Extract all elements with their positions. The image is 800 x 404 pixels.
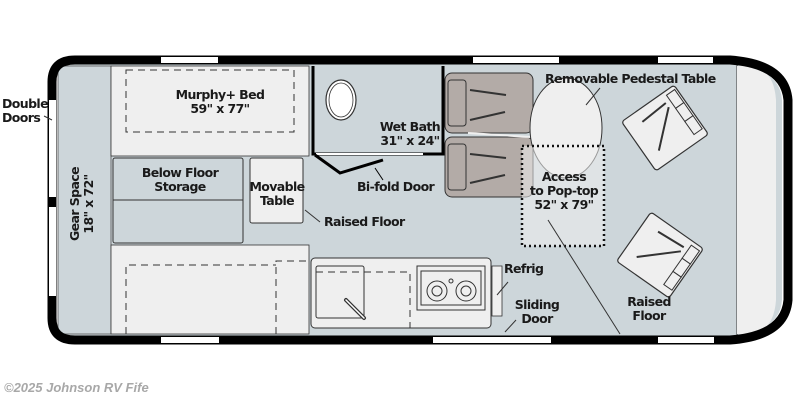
label-below-floor-storage: Below Floor Storage xyxy=(120,166,240,194)
pop-top-access xyxy=(520,144,606,248)
label-double-doors: Double Doors xyxy=(2,96,49,125)
cab-seats xyxy=(444,72,534,198)
window-bottom-3 xyxy=(658,337,714,343)
label-line: Table xyxy=(259,193,295,208)
swivel-chair-bottom xyxy=(617,212,703,298)
label-line: Floor xyxy=(632,308,666,323)
window-top-1 xyxy=(161,57,218,63)
label-movable-table: Movable Table xyxy=(247,180,307,208)
sink xyxy=(315,265,365,319)
label-gear-space: Gear Space 18" x 72" xyxy=(67,164,96,244)
window-bottom-1 xyxy=(161,337,219,343)
murphy-bed-outline xyxy=(125,69,295,133)
label-line: 18" x 72" xyxy=(81,174,96,234)
label-sliding-door: Sliding Door xyxy=(512,298,562,326)
murphy-bed-area xyxy=(110,65,310,157)
label-raised-floor-left: Raised Floor xyxy=(324,214,405,229)
movable-table xyxy=(249,157,304,224)
swivel-chair-top xyxy=(622,85,708,171)
label-line: Door xyxy=(521,311,553,326)
label-line: Raised xyxy=(627,294,671,309)
van-wall xyxy=(47,55,793,345)
toilet-icon xyxy=(325,79,357,121)
label-line: Gear Space xyxy=(67,167,82,241)
burner-right-icon xyxy=(455,280,477,302)
label-line: Double xyxy=(2,96,49,111)
label-line: to Pop-top xyxy=(529,183,599,198)
label-pop-top-access: Access to Pop-top 52" x 79" xyxy=(525,170,603,212)
label-line: Doors xyxy=(2,110,41,125)
label-line: Wet Bath xyxy=(379,119,441,134)
refrigerator xyxy=(491,265,503,317)
label-line: 59" x 77" xyxy=(190,101,250,116)
label-bi-fold-door: Bi-fold Door xyxy=(357,179,435,194)
label-raised-floor-right: Raised Floor xyxy=(624,295,674,323)
window-bottom-2 xyxy=(433,337,551,343)
label-line: Murphy+ Bed xyxy=(175,87,265,102)
burner-left-icon xyxy=(426,280,448,302)
gear-space-area xyxy=(57,65,112,335)
label-refrig: Refrig xyxy=(504,261,544,276)
label-murphy-bed: Murphy+ Bed 59" x 77" xyxy=(160,88,280,116)
copyright-footer: ©2025 Johnson RV Fife xyxy=(4,380,149,395)
label-line: 31" x 24" xyxy=(380,133,440,148)
label-line: Below Floor xyxy=(141,165,219,180)
bi-fold-door xyxy=(314,153,384,175)
label-line: Sliding xyxy=(514,297,560,312)
window-top-2 xyxy=(473,57,559,63)
label-line: Movable xyxy=(249,179,305,194)
window-top-3 xyxy=(658,57,713,63)
label-line: Access xyxy=(541,169,587,184)
label-wet-bath: Wet Bath 31" x 24" xyxy=(375,120,445,148)
label-line: 52" x 79" xyxy=(534,197,594,212)
label-removable-pedestal-table: Removable Pedestal Table xyxy=(545,71,716,86)
lower-bed-area xyxy=(110,244,310,335)
cooktop xyxy=(416,265,486,311)
label-line: Storage xyxy=(154,179,206,194)
